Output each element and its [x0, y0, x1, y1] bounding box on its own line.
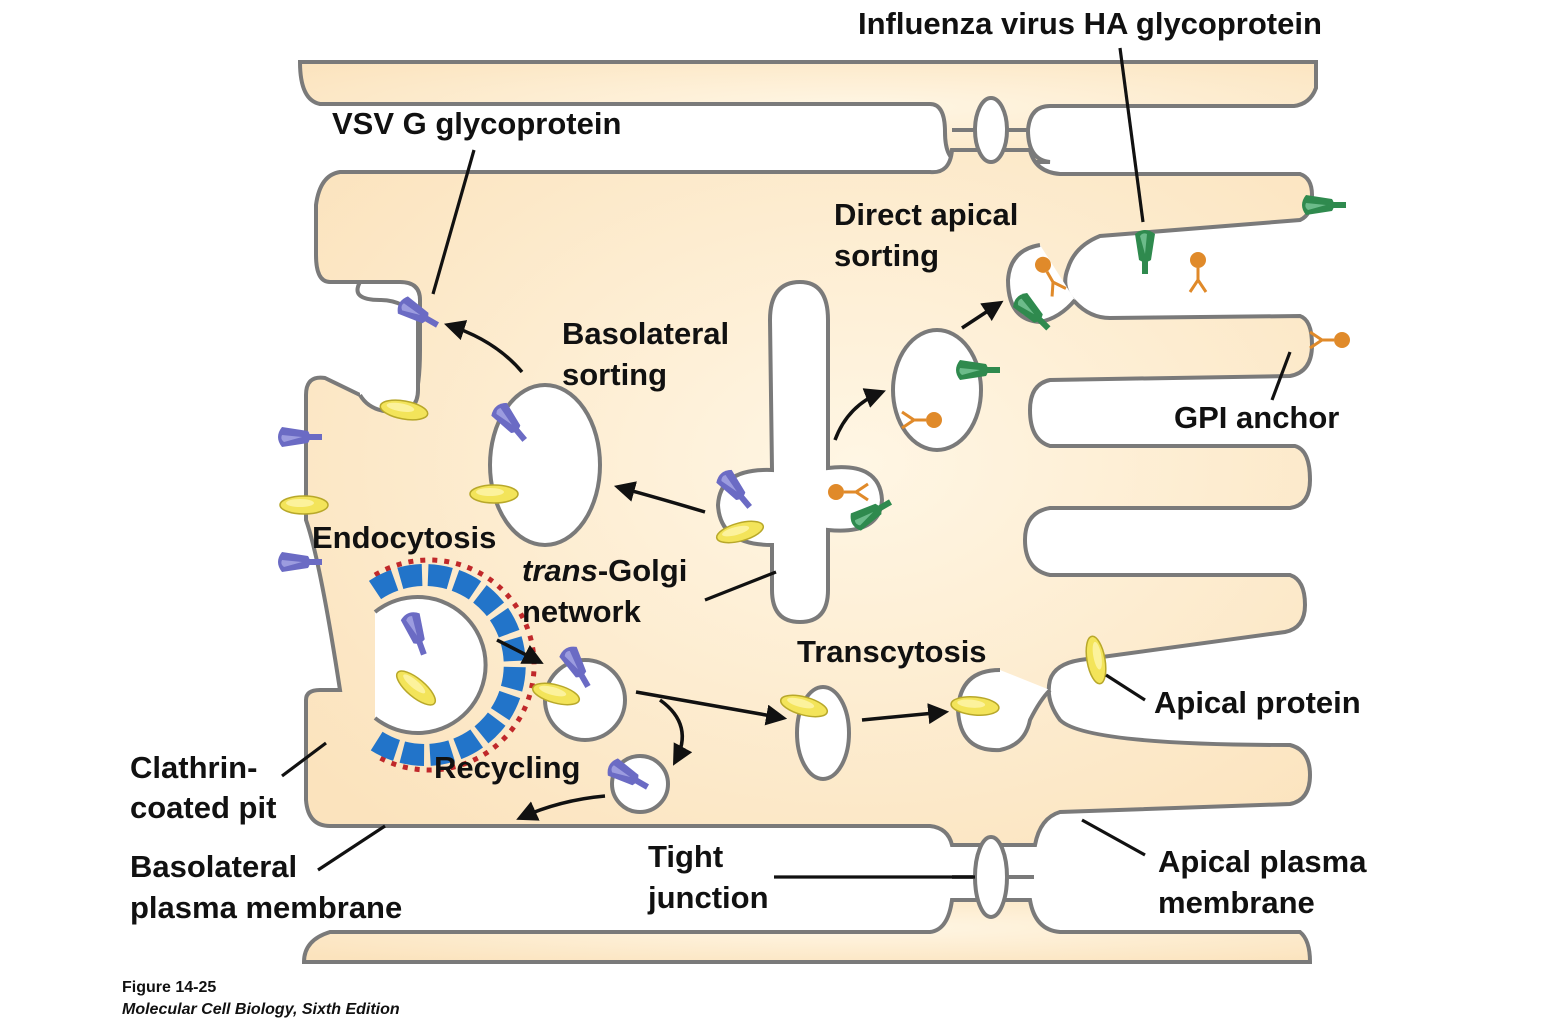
- label-apical-protein: Apical protein: [1154, 685, 1361, 720]
- label-clathrin-2: coated pit: [130, 790, 276, 825]
- apical-vesicle: [891, 328, 983, 452]
- label-basolateral-sorting-2: sorting: [562, 357, 667, 392]
- label-influenza-ha: Influenza virus HA glycoprotein: [858, 6, 1322, 41]
- figure-source: Molecular Cell Biology, Sixth Edition: [122, 1001, 400, 1018]
- leader-gpi: [1270, 351, 1292, 401]
- label-direct-apical-1: Direct apical: [834, 197, 1018, 232]
- label-vsv-g: VSV G glycoprotein: [332, 106, 621, 141]
- label-basolateral-pm-2: plasma membrane: [130, 890, 402, 925]
- arrow-endocytosis-to-endosome: [496, 638, 544, 664]
- label-network: network: [522, 594, 642, 629]
- label-trans-italic: trans: [522, 553, 598, 588]
- arrow-endosome-to-recycling: [658, 698, 693, 766]
- gpi-anchored-protein-icon: [1188, 250, 1208, 294]
- leader-vsv: [431, 149, 476, 295]
- label-clathrin-1: Clathrin-: [130, 750, 257, 785]
- leader-apical-pm: [1081, 818, 1146, 857]
- gpi-anchored-protein-icon: [1308, 330, 1352, 350]
- label-tight-junction-2: junction: [647, 880, 769, 915]
- leader-clathrin: [281, 741, 327, 778]
- arrow-endosome-to-transcytosis: [635, 690, 788, 726]
- tight-junction-top: [973, 96, 1009, 164]
- label-recycling: Recycling: [434, 750, 580, 785]
- label-apical-pm-2: membrane: [1158, 885, 1315, 920]
- tight-junction-bottom: [973, 835, 1009, 919]
- arrow-to-basolateral-membrane: [443, 320, 524, 374]
- leader-basolateral-pm: [317, 824, 386, 872]
- ha-glycoprotein-icon: [1302, 195, 1346, 215]
- arrow-apical-vesicle-to-membrane: [961, 300, 1004, 330]
- label-trans-golgi: trans-Golgi: [522, 553, 687, 588]
- label-tight-junction-1: Tight: [648, 839, 723, 874]
- clathrin-coated-pit: [368, 557, 537, 773]
- label-direct-apical-2: sorting: [834, 238, 939, 273]
- apical-protein-icon: [279, 495, 329, 515]
- label-golgi: -Golgi: [598, 553, 688, 588]
- leader-apical-protein: [1105, 673, 1146, 702]
- label-gpi-anchor: GPI anchor: [1174, 400, 1339, 435]
- apical-protein-icon: [469, 484, 519, 504]
- label-transcytosis: Transcytosis: [797, 634, 987, 669]
- figure-number: Figure 14-25: [122, 979, 216, 996]
- trans-golgi-network: [715, 279, 885, 625]
- arrow-tgn-to-apical-vesicle: [833, 388, 886, 441]
- label-apical-pm-1: Apical plasma: [1158, 844, 1367, 879]
- lower-cell-cytoplasm: [301, 898, 1313, 964]
- arrow-recycling-to-membrane: [516, 794, 606, 821]
- leader-tgn: [704, 570, 777, 602]
- upper-cell-cytoplasm: [297, 60, 1318, 164]
- label-endocytosis: Endocytosis: [312, 520, 496, 555]
- label-basolateral-pm-1: Basolateral: [130, 849, 297, 884]
- apical-fusion-vesicle: [955, 668, 1052, 753]
- label-basolateral-sorting-1: Basolateral: [562, 316, 729, 351]
- leader-influenza: [1118, 47, 1145, 223]
- arrow-transcytosis-to-apical: [861, 703, 950, 725]
- arrow-tgn-to-basolateral-vesicle: [613, 481, 706, 514]
- ha-glycoprotein-icon: [1135, 230, 1155, 274]
